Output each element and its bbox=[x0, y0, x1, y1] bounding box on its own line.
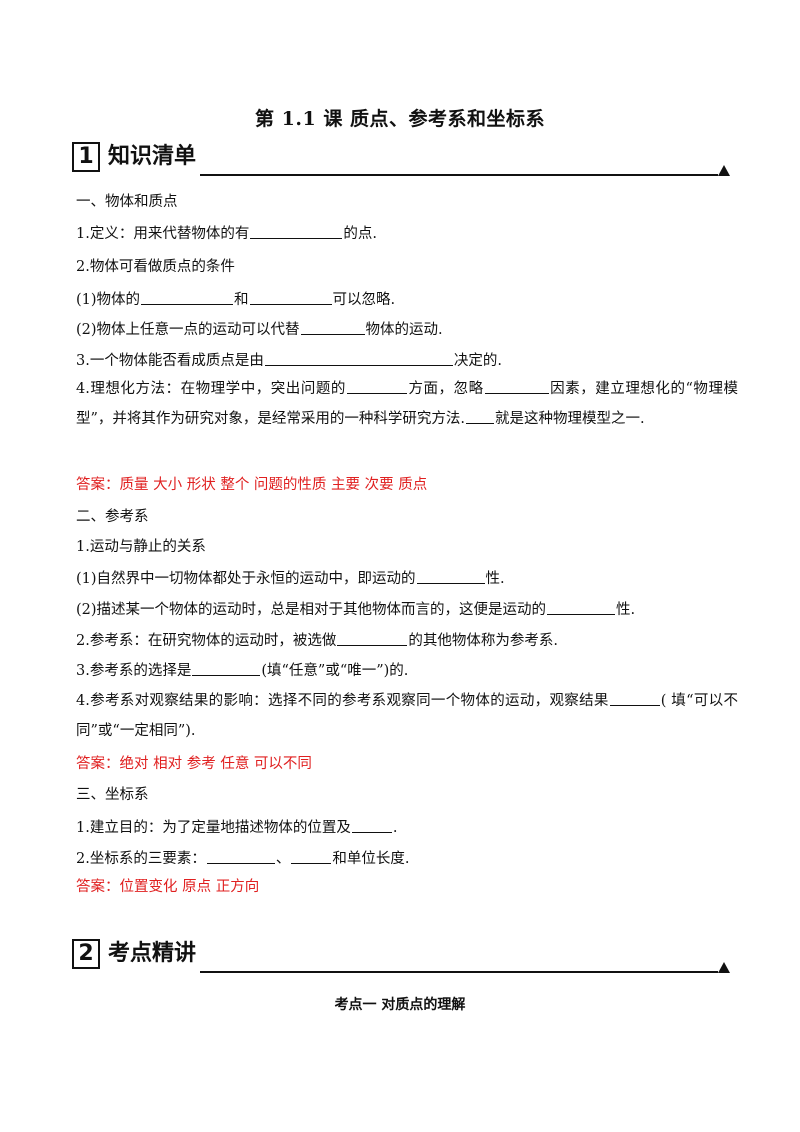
subsection-heading: 三、坐标系 bbox=[76, 787, 149, 803]
text-line: (1)自然界中一切物体都处于永恒的运动中，即运动的性. bbox=[76, 567, 736, 589]
text-line: (2)物体上任意一点的运动可以代替物体的运动. bbox=[76, 318, 736, 340]
subsection-heading: 一、物体和质点 bbox=[76, 194, 178, 210]
section-number-badge: 2 bbox=[72, 939, 100, 969]
text-line: 2.坐标系的三要素：、和单位长度. bbox=[76, 847, 736, 869]
section-header-key-points: 2 考点精讲 bbox=[72, 937, 730, 977]
fill-blank bbox=[337, 629, 408, 646]
fill-blank bbox=[609, 689, 660, 706]
fill-blank bbox=[346, 377, 407, 394]
answer-line: 答案：位置变化 原点 正方向 bbox=[76, 879, 260, 895]
section-title: 知识清单 bbox=[108, 144, 197, 169]
text-line: 1.运动与静止的关系 bbox=[76, 539, 206, 555]
text-line: (1)物体的和可以忽略. bbox=[76, 288, 736, 310]
text-line: 3.参考系的选择是(填“任意”或“唯一”)的. bbox=[76, 659, 736, 681]
triangle-marker-icon bbox=[718, 962, 730, 973]
fill-blank bbox=[466, 407, 495, 424]
text-line: (2)描述某一个物体的运动时，总是相对于其他物体而言的，这便是运动的性. bbox=[76, 598, 736, 620]
fill-blank bbox=[416, 567, 485, 584]
section-title: 考点精讲 bbox=[108, 941, 197, 966]
fill-blank bbox=[484, 377, 549, 394]
fill-blank bbox=[547, 598, 616, 615]
text-line: 2.参考系：在研究物体的运动时，被选做的其他物体称为参考系. bbox=[76, 629, 736, 651]
fill-blank bbox=[264, 349, 453, 366]
triangle-marker-icon bbox=[718, 165, 730, 176]
fill-blank bbox=[351, 816, 392, 833]
fill-blank bbox=[249, 288, 332, 305]
section-rule bbox=[200, 174, 718, 176]
answer-line: 答案：绝对 相对 参考 任意 可以不同 bbox=[76, 756, 312, 772]
answer-line: 答案：质量 大小 形状 整个 问题的性质 主要 次要 质点 bbox=[76, 477, 428, 493]
text-paragraph: 4.参考系对观察结果的影响：选择不同的参考系观察同一个物体的运动，观察结果( 填… bbox=[76, 686, 738, 746]
fill-blank bbox=[141, 288, 234, 305]
text-line: 3.一个物体能否看成质点是由决定的. bbox=[76, 349, 736, 371]
section-number-badge: 1 bbox=[72, 142, 100, 172]
text-line: 2.物体可看做质点的条件 bbox=[76, 259, 235, 275]
fill-blank bbox=[206, 847, 275, 864]
subsection-heading: 二、参考系 bbox=[76, 509, 149, 525]
fill-blank bbox=[250, 222, 343, 239]
section-rule bbox=[200, 971, 718, 973]
fill-blank bbox=[291, 847, 332, 864]
text-paragraph: 4.理想化方法：在物理学中，突出问题的方面，忽略因素，建立理想化的“物理模型”，… bbox=[76, 374, 738, 434]
key-point-heading: 考点一 对质点的理解 bbox=[334, 997, 466, 1013]
fill-blank bbox=[300, 318, 365, 335]
text-line: 1.定义：用来代替物体的有的点. bbox=[76, 222, 736, 244]
text-line: 1.建立目的：为了定量地描述物体的位置及. bbox=[76, 816, 736, 838]
section-header-knowledge: 1 知识清单 bbox=[72, 140, 730, 180]
page-title: 第 1.1 课 质点、参考系和坐标系 bbox=[255, 108, 545, 130]
fill-blank bbox=[192, 659, 261, 676]
